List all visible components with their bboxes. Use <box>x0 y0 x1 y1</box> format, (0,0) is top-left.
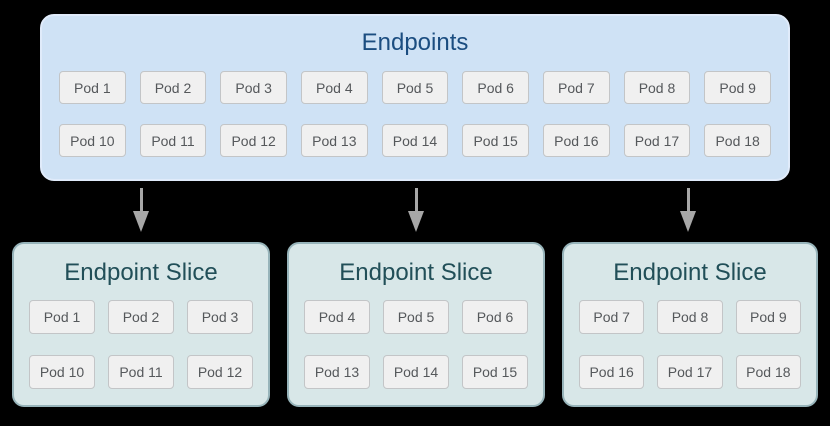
endpoints-title: Endpoints <box>361 29 469 56</box>
pod-box: Pod 4 <box>304 300 370 334</box>
pod-box: Pod 11 <box>139 124 207 157</box>
pod-box: Pod 1 <box>59 71 126 104</box>
pod-box: Pod 14 <box>383 355 449 389</box>
pod-box: Pod 3 <box>220 71 287 104</box>
pod-box: Pod 13 <box>304 355 370 389</box>
arrow-stem <box>686 188 690 211</box>
arrow-head <box>680 211 696 232</box>
down-arrow-icon <box>679 188 697 232</box>
endpoints-pod-grid: Pod 1 Pod 2 Pod 3 Pod 4 Pod 5 Pod 6 Pod 7 Pod 8… <box>59 71 771 157</box>
pod-box: Pod 2 <box>139 71 207 104</box>
pod-box: Pod 10 <box>29 355 95 389</box>
pod-box: Pod 7 <box>579 300 645 334</box>
arrow-stem <box>414 188 418 211</box>
pod-box: Pod 5 <box>383 300 449 334</box>
pod-box: Pod 15 <box>462 124 529 157</box>
pod-box: Pod 7 <box>542 71 610 104</box>
pod-box: Pod 8 <box>657 300 723 334</box>
endpoint-slice-title: Endpoint Slice <box>64 259 218 286</box>
endpoints-box: Endpoints Pod 1 Pod 2 Pod 3 Pod 4 Pod 5 Pod 6… <box>40 14 790 181</box>
arrow-stem <box>139 188 143 211</box>
pod-box: Pod 12 <box>187 355 253 389</box>
down-arrow-icon <box>132 188 150 232</box>
pod-box: Pod 16 <box>579 355 645 389</box>
pod-box: Pod 18 <box>704 124 771 157</box>
pod-box: Pod 10 <box>59 124 126 157</box>
pod-box: Pod 17 <box>623 124 691 157</box>
arrow-head <box>408 211 424 232</box>
pod-box: Pod 6 <box>462 300 528 334</box>
pod-box: Pod 15 <box>462 355 528 389</box>
pod-box: Pod 3 <box>187 300 253 334</box>
pod-box: Pod 8 <box>623 71 691 104</box>
pod-box: Pod 1 <box>29 300 95 334</box>
pod-box: Pod 18 <box>735 355 801 389</box>
pod-box: Pod 13 <box>300 124 368 157</box>
down-arrow-icon <box>407 188 425 232</box>
arrow-head <box>133 211 149 232</box>
pod-box: Pod 14 <box>381 124 449 157</box>
pod-box: Pod 9 <box>704 71 771 104</box>
pod-box: Pod 17 <box>657 355 723 389</box>
slice-pod-grid: Pod 7 Pod 8 Pod 9 Pod 16 Pod 17 Pod 18 <box>579 300 801 389</box>
endpoint-slice-title: Endpoint Slice <box>613 259 767 286</box>
pod-box: Pod 2 <box>108 300 174 334</box>
slice-pod-grid: Pod 4 Pod 5 Pod 6 Pod 13 Pod 14 Pod 15 <box>304 300 528 389</box>
endpoint-slice-title: Endpoint Slice <box>339 259 493 286</box>
pod-box: Pod 4 <box>300 71 368 104</box>
pod-box: Pod 16 <box>542 124 610 157</box>
pod-box: Pod 12 <box>220 124 287 157</box>
pod-box: Pod 6 <box>462 71 529 104</box>
slice-pod-grid: Pod 1 Pod 2 Pod 3 Pod 10 Pod 11 Pod 12 <box>29 300 253 389</box>
pod-box: Pod 9 <box>735 300 801 334</box>
pod-box: Pod 11 <box>108 355 174 389</box>
pod-box: Pod 5 <box>381 71 449 104</box>
